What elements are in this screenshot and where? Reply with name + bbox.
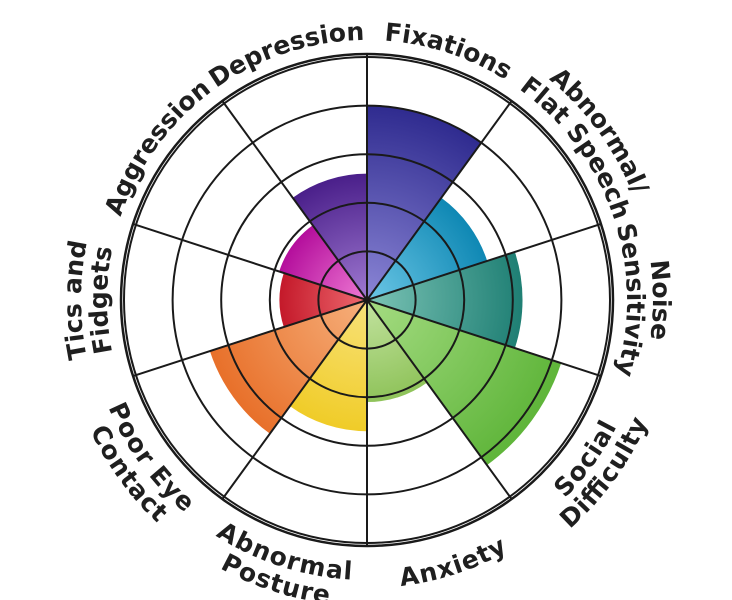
sector-anxiety: [367, 300, 427, 403]
spoke-5: [366, 299, 513, 500]
spoke-10: [221, 100, 368, 301]
label-noise-sensitivity-line-1: Noise: [644, 258, 676, 341]
sector-fixations: [367, 105, 482, 300]
label-aggression-line-1: Aggression: [99, 73, 216, 219]
chart-grid: [119, 52, 615, 548]
spoke-4: [366, 299, 602, 377]
sector-aggression: [279, 225, 367, 300]
spoke-2: [366, 100, 513, 301]
sector-tics-and-fidgets: [279, 272, 367, 328]
sector-social-difficulty: [367, 300, 562, 466]
spoke-3: [366, 223, 602, 301]
spoke-9: [132, 223, 368, 301]
sector-poor-eye-contact: [209, 300, 367, 434]
label-noise-sensitivity-line-2: Sensitivity: [611, 220, 650, 380]
label-tics-and-fidgets-line-2: Fidgets: [84, 244, 118, 357]
label-fixations-line-1: Fixations: [384, 18, 518, 86]
chart-sectors: [209, 105, 562, 466]
sector-abnormal-flat-speech: [367, 197, 488, 300]
spoke-8: [132, 299, 368, 377]
sector-noise-sensitivity: [367, 251, 523, 349]
spoke-7: [221, 299, 368, 500]
sector-abnormal-posture: [289, 300, 367, 432]
